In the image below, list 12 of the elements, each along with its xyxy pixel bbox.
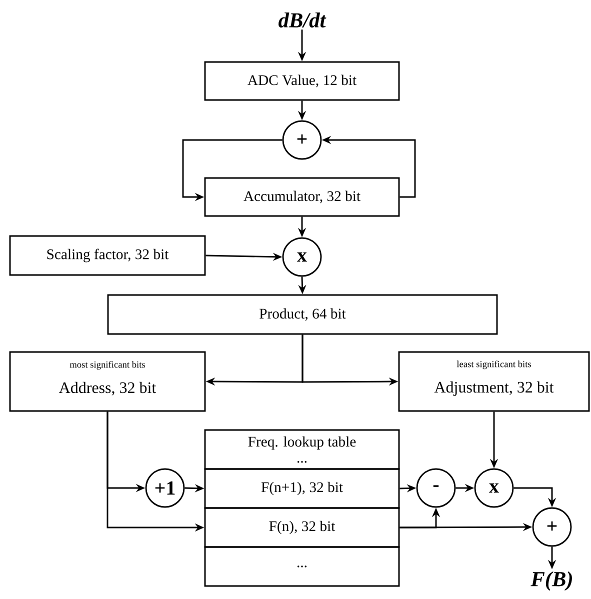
register-box: least significant bits Adjustment, 32 bit [398, 351, 590, 412]
register-box: F(n+1), 32 bit [204, 468, 400, 509]
register-box: most significant bits Address, 32 bit [9, 351, 206, 412]
register-box: ADC Value, 12 bit [204, 61, 400, 101]
register-box: F(n), 32 bit [204, 507, 400, 548]
table-header-cell: Freq. lookup table ... [204, 429, 400, 470]
register-box: Accumulator, 32 bit [204, 177, 400, 217]
register-box: ... [204, 546, 400, 587]
signal-label: dB/dt [278, 12, 326, 28]
register-box: Product, 64 bit [107, 294, 498, 335]
register-box: Scaling factor, 32 bit [9, 235, 206, 276]
signal-label: F(B) [530, 571, 572, 591]
